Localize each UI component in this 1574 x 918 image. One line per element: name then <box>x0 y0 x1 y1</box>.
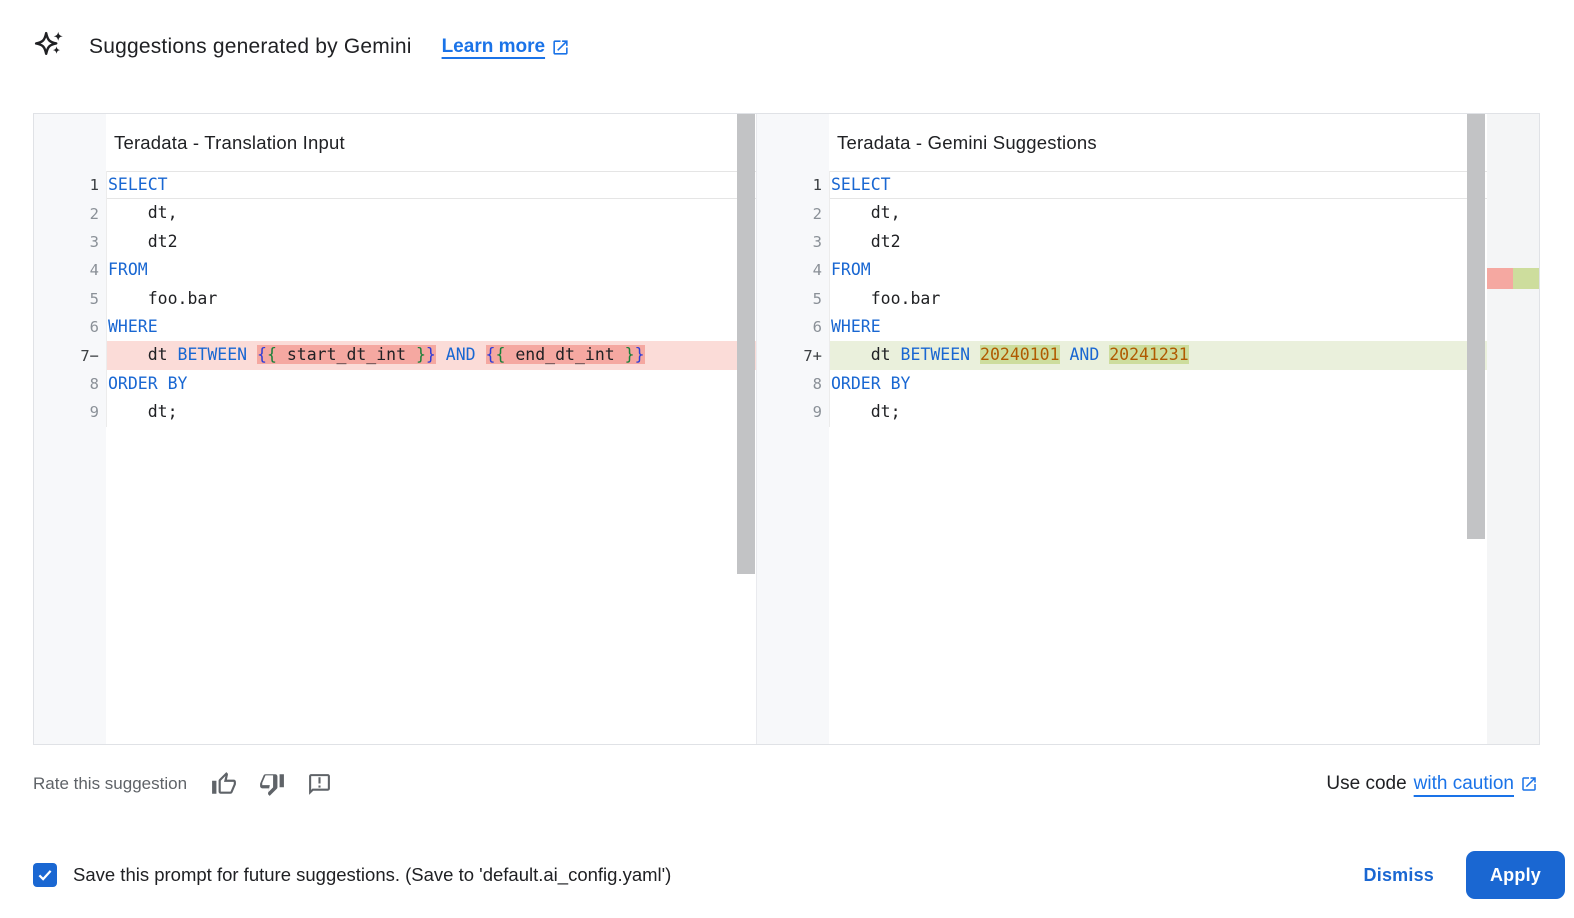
line-number: 9 <box>812 403 822 422</box>
code-line[interactable]: ORDER BY <box>108 373 188 393</box>
line-number: 3 <box>89 232 99 251</box>
code-line[interactable]: dt BETWEEN 20240101 AND 20241231 <box>830 341 1539 370</box>
code-line[interactable]: dt; <box>831 402 901 422</box>
code-line[interactable]: foo.bar <box>831 288 941 308</box>
code-line[interactable]: FROM <box>831 260 871 280</box>
line-number: 1 <box>89 176 99 195</box>
apply-button[interactable]: Apply <box>1466 851 1565 899</box>
right-scrollbar <box>1467 114 1485 744</box>
line-number: 3 <box>812 232 822 251</box>
thumbs-up-button[interactable] <box>211 771 237 797</box>
line-number: 8 <box>812 374 822 393</box>
page-title: Suggestions generated by Gemini <box>89 35 412 58</box>
line-number: 2 <box>89 204 99 223</box>
code-line[interactable]: WHERE <box>831 316 881 336</box>
translation-input-title: Teradata - Translation Input <box>114 131 345 153</box>
gemini-suggestions-pane: Teradata - Gemini Suggestions 1 2 3 4 5 6 7+ 8 9… <box>756 114 1539 744</box>
line-number: 5 <box>812 289 822 308</box>
line-number: 6 <box>812 318 822 337</box>
left-gutter-lines: 1 2 3 4 5 6 7− 8 9 <box>34 171 106 427</box>
action-bar: Save this prompt for future suggestions.… <box>33 848 1565 902</box>
overview-removed-marker <box>1487 268 1513 289</box>
line-number: 4 <box>812 261 822 280</box>
gemini-suggestions-gutter <box>757 114 829 744</box>
thumbs-up-icon <box>212 772 236 794</box>
line-number: 9 <box>89 403 99 422</box>
save-prompt-label[interactable]: Save this prompt for future suggestions.… <box>73 864 672 885</box>
with-caution-link[interactable]: with caution <box>1413 773 1514 794</box>
code-line[interactable]: dt, <box>108 203 178 223</box>
line-number: 2 <box>812 204 822 223</box>
open-in-new-icon <box>553 39 568 55</box>
overview-added-marker <box>1513 268 1539 289</box>
dismiss-button[interactable]: Dismiss <box>1346 855 1452 896</box>
line-number: 4 <box>89 261 99 280</box>
line-number: 7− <box>80 346 99 365</box>
rate-label: Rate this suggestion <box>33 774 188 793</box>
code-line[interactable]: WHERE <box>108 316 158 336</box>
code-line[interactable]: SELECT <box>107 171 756 199</box>
left-scrollbar <box>737 114 755 744</box>
code-line[interactable]: dt, <box>831 203 901 223</box>
line-number: 8 <box>89 374 99 393</box>
feedback-icon <box>309 773 330 795</box>
line-number: 5 <box>89 289 99 308</box>
code-line[interactable]: dt BETWEEN {{ start_dt_int }} AND {{ end… <box>107 341 756 370</box>
line-number: 1 <box>812 176 822 195</box>
use-code-prefix: Use code <box>1326 773 1407 794</box>
dialog-header: Suggestions generated by Gemini Learn mo… <box>33 28 570 66</box>
line-number: 6 <box>89 318 99 337</box>
learn-more-label: Learn more <box>441 36 546 57</box>
save-prompt-checkbox[interactable] <box>33 863 57 887</box>
code-line[interactable]: dt; <box>108 402 178 422</box>
right-scrollbar-thumb[interactable] <box>1467 114 1485 539</box>
use-code-notice: Use code with caution <box>1326 773 1538 795</box>
gemini-sparkle-icon <box>34 31 63 56</box>
code-line[interactable]: SELECT <box>830 171 1539 199</box>
diff-overview-ruler <box>1487 114 1539 744</box>
line-number: 7+ <box>803 346 822 365</box>
gemini-suggestions-title: Teradata - Gemini Suggestions <box>837 131 1097 153</box>
code-line[interactable]: FROM <box>108 260 148 280</box>
checkmark-icon <box>38 870 52 881</box>
left-scrollbar-thumb[interactable] <box>737 114 755 574</box>
code-line[interactable]: ORDER BY <box>831 373 911 393</box>
code-line[interactable]: dt2 <box>831 231 901 251</box>
translation-input-gutter <box>34 114 106 744</box>
code-line[interactable]: dt2 <box>108 231 178 251</box>
thumbs-down-icon <box>260 774 284 796</box>
code-line[interactable]: foo.bar <box>108 288 218 308</box>
diff-overview-marker[interactable] <box>1487 268 1539 289</box>
thumbs-down-button[interactable] <box>259 771 285 797</box>
feedback-button[interactable] <box>307 772 332 797</box>
learn-more-link[interactable]: Learn more <box>442 36 570 58</box>
right-gutter-lines: 1 2 3 4 5 6 7+ 8 9 <box>757 171 829 427</box>
rate-row: Rate this suggestion Use code with cauti… <box>33 766 1538 802</box>
open-in-new-icon <box>1522 777 1536 791</box>
